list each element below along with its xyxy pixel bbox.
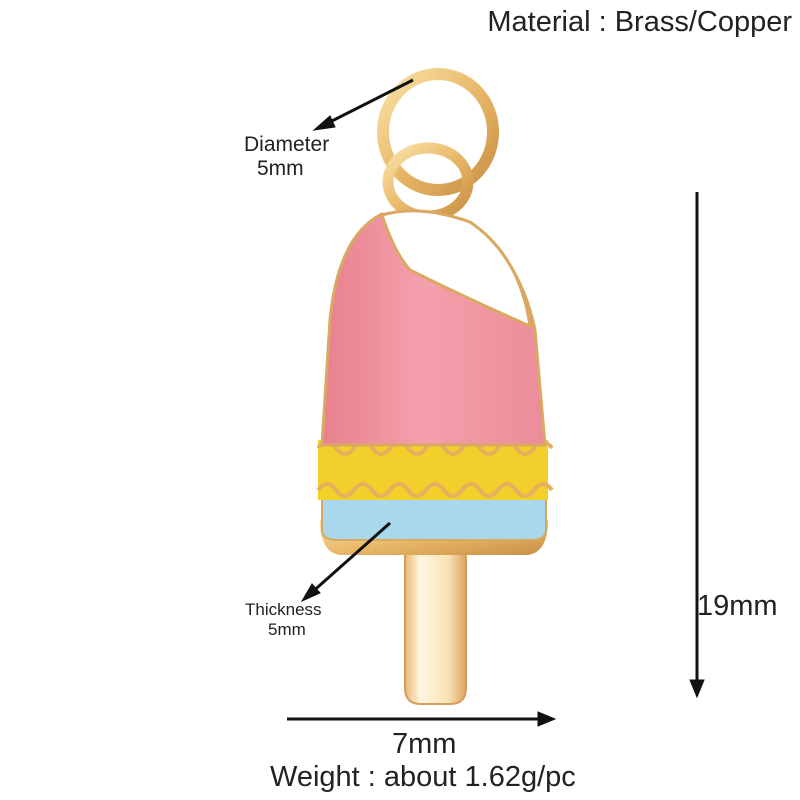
- jump-ring: [377, 68, 499, 196]
- thickness-value: 5mm: [268, 620, 306, 639]
- white-top: [380, 209, 532, 329]
- diameter-arrow: [312, 78, 414, 131]
- thickness-title: Thickness: [245, 600, 322, 619]
- width-value: 7mm: [392, 728, 457, 760]
- blue-band: [321, 494, 547, 541]
- width-arrow: [287, 711, 557, 727]
- height-value: 19mm: [697, 590, 778, 622]
- weight-label: Weight : about 1.62g/pc: [270, 761, 576, 793]
- diameter-value: 5mm: [257, 157, 304, 180]
- height-arrow: [689, 192, 705, 699]
- diameter-title: Diameter: [244, 133, 330, 156]
- thickness-arrow: [300, 521, 391, 603]
- material-label: Material : Brass/Copper: [487, 6, 792, 38]
- yellow-band: [316, 440, 554, 500]
- popsicle-stick: [404, 537, 467, 705]
